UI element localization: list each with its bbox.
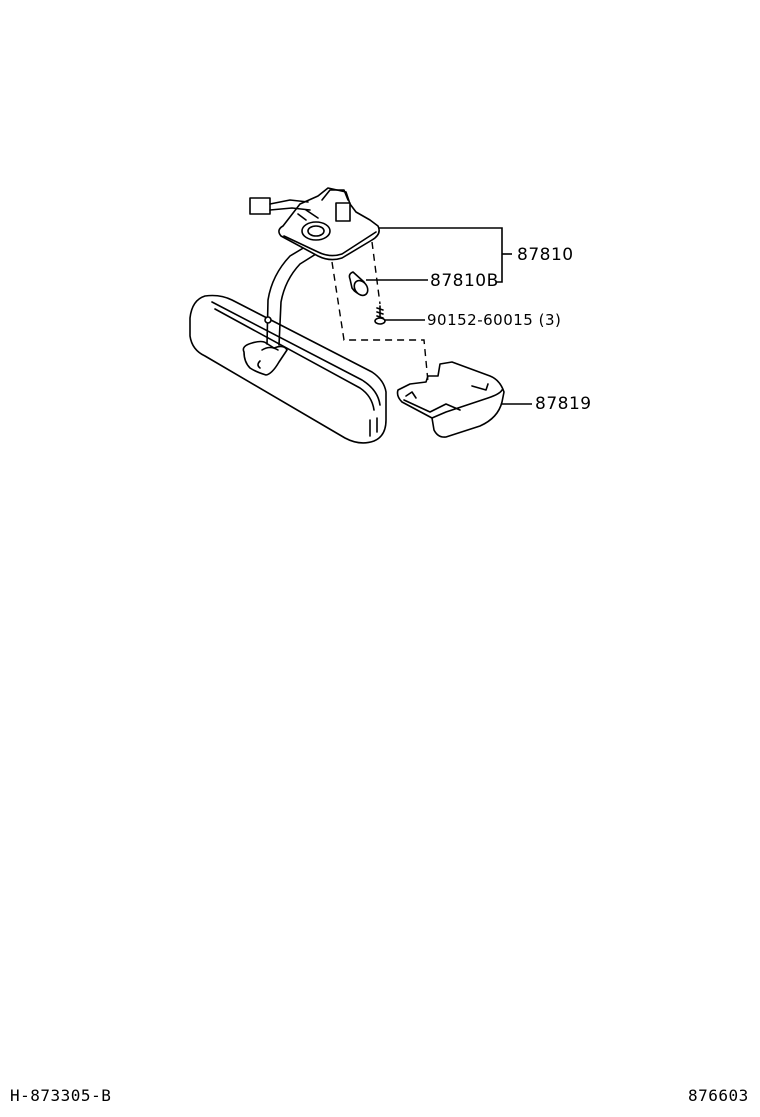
illustration-code: H-873305-B (10, 1086, 112, 1105)
connector-plug (249, 197, 271, 215)
lamp-bracket (249, 187, 380, 261)
alignment-dashed-line-1 (331, 261, 429, 383)
bulb (348, 271, 369, 297)
part-number-87819: 87819 (535, 394, 592, 414)
figure-number: 876603 (688, 1086, 749, 1105)
part-number-87810b: 87810B (430, 271, 499, 291)
part-number-90152-60015: 90152-60015 (3) (427, 311, 562, 329)
part-number-87810: 87810 (517, 245, 574, 265)
screw (374, 305, 386, 325)
alignment-dashed-line-2 (371, 241, 381, 305)
mirror-stem (264, 243, 317, 346)
bracket-87810-leader (378, 227, 503, 283)
mirror-body (189, 294, 387, 444)
cover (396, 361, 505, 438)
